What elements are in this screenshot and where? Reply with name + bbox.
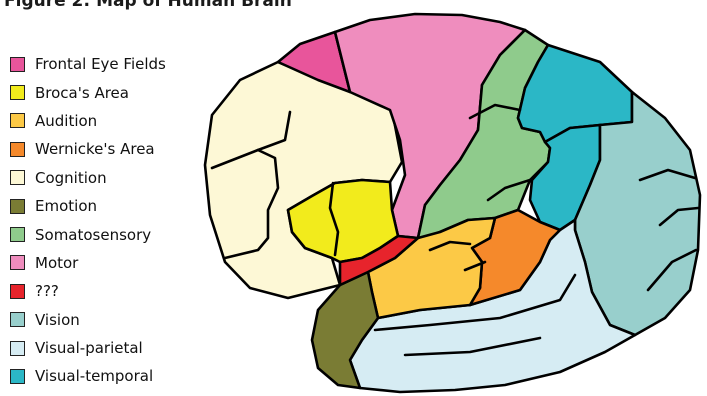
brain-map xyxy=(0,0,707,396)
